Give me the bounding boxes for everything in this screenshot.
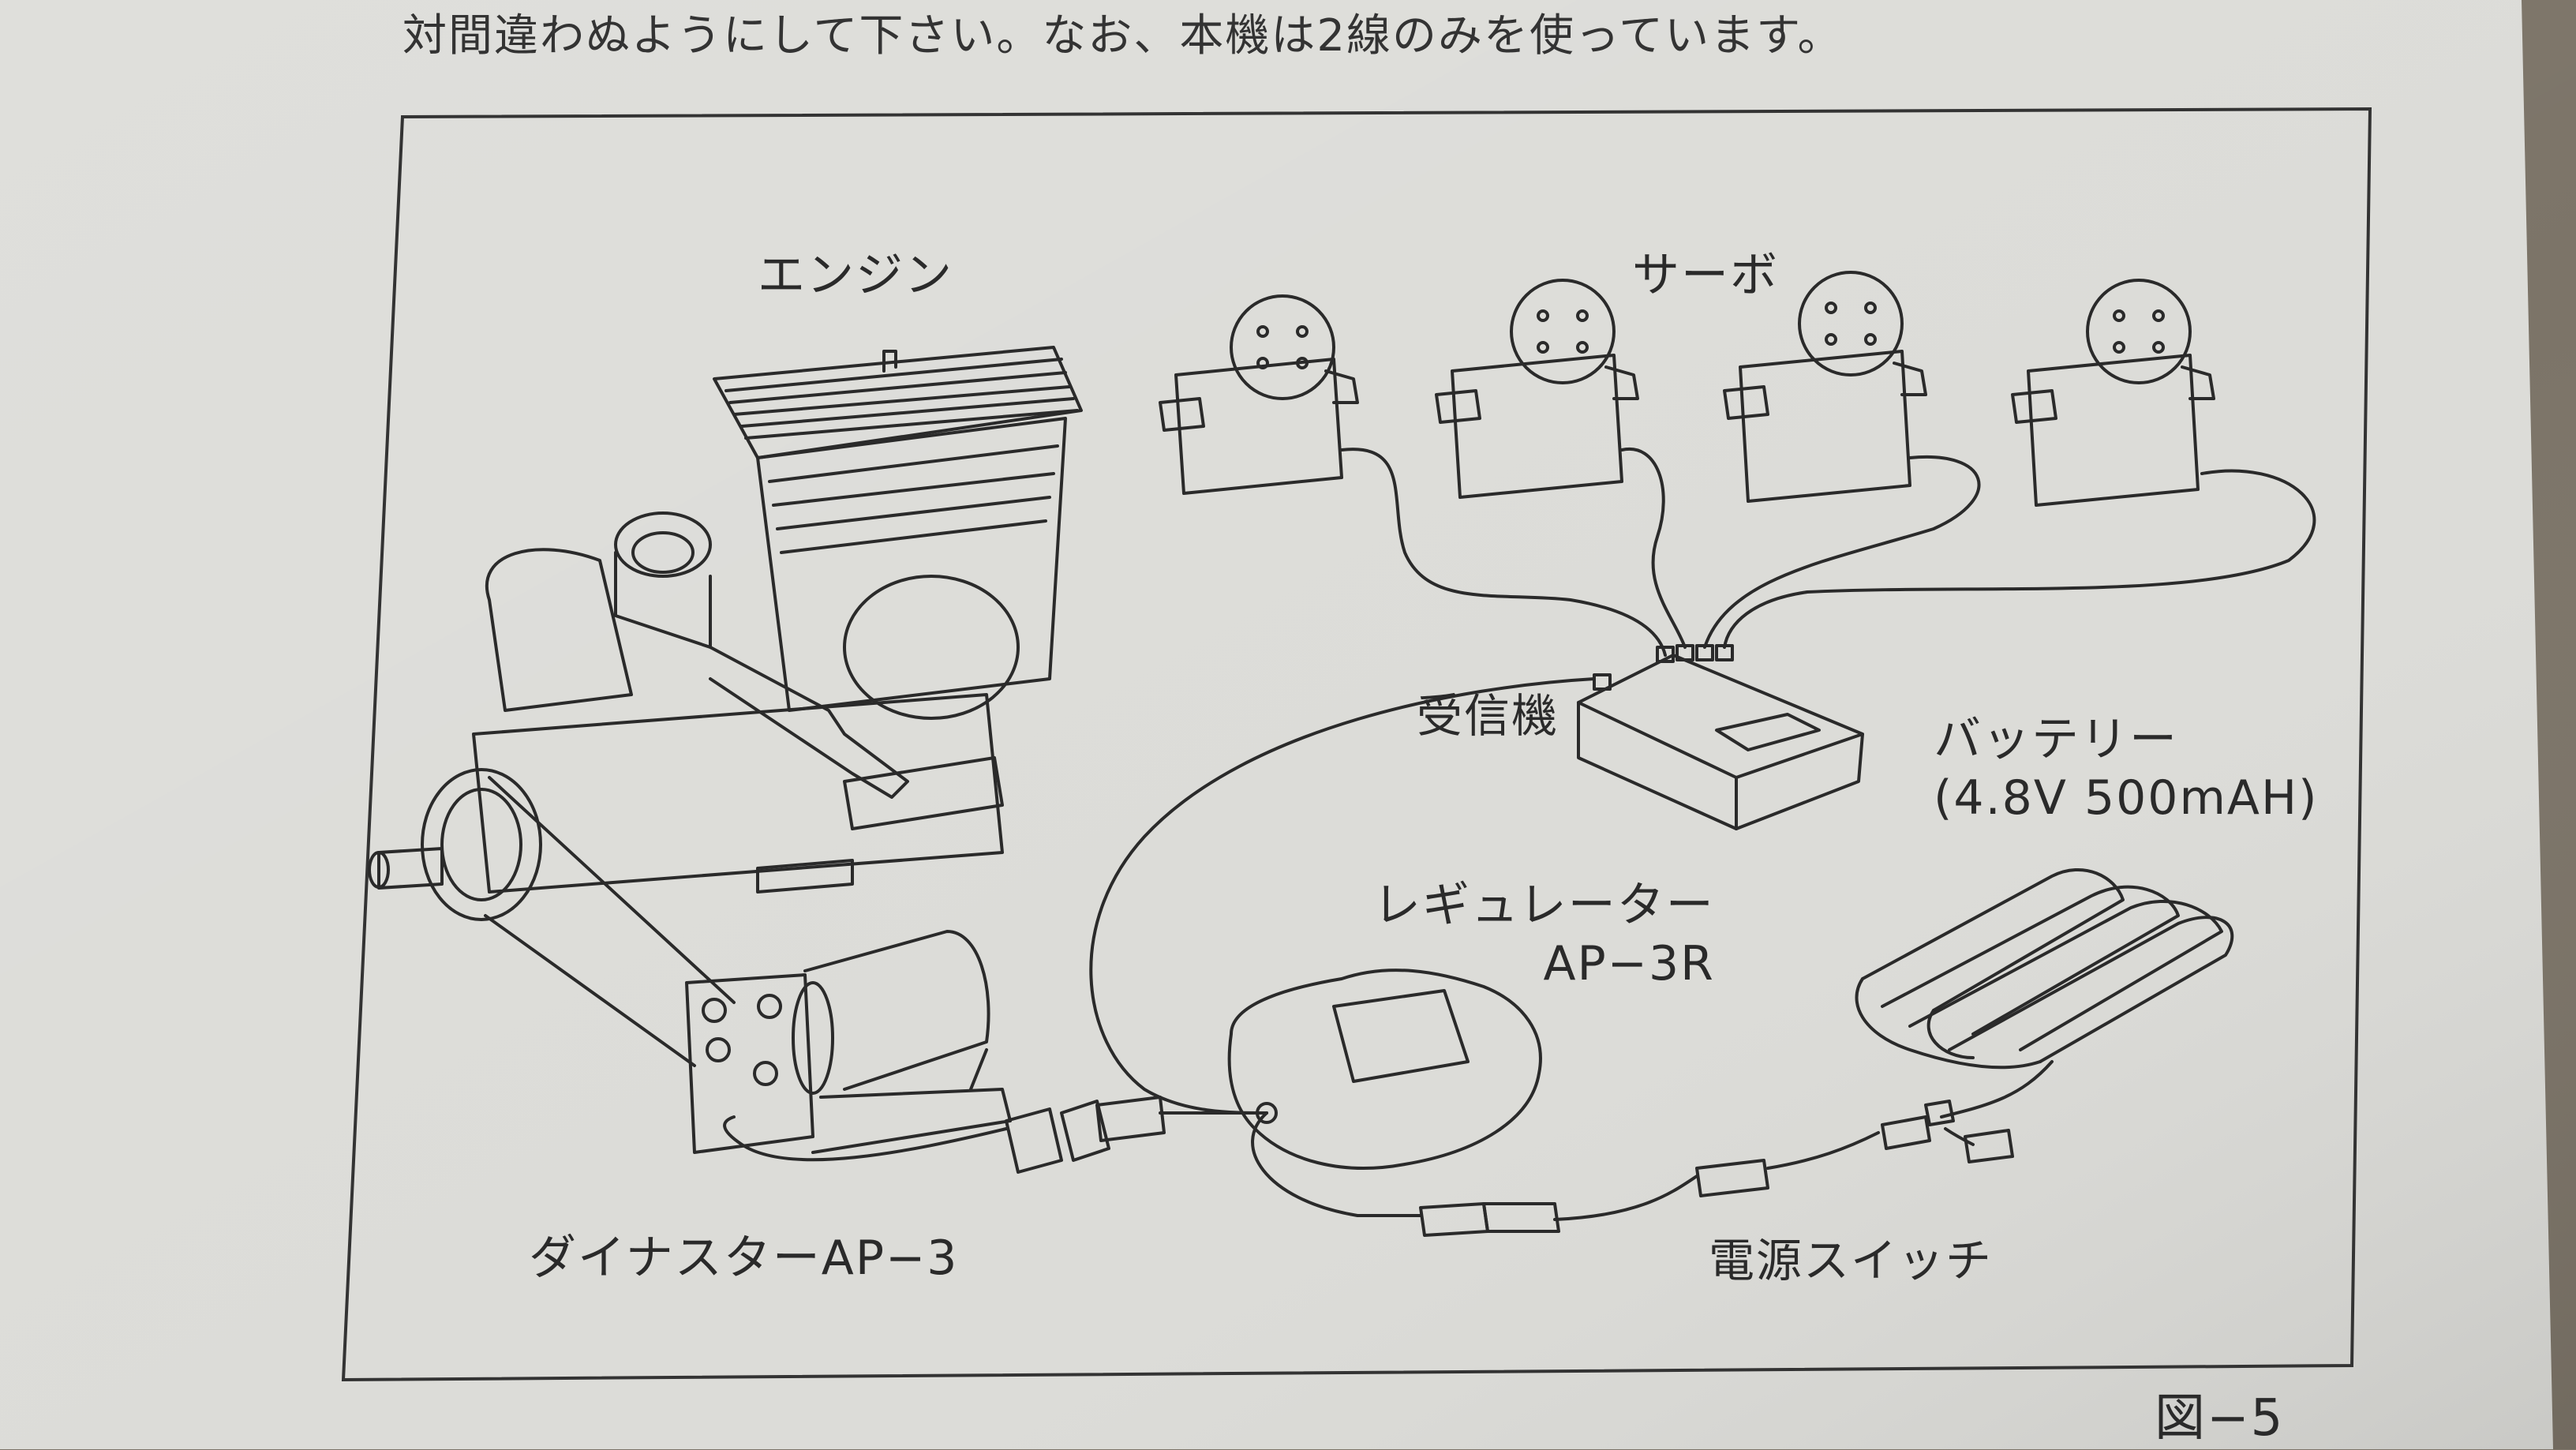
label-regulator: レギュレーター AP−3R bbox=[1373, 876, 1715, 993]
battery-drawing bbox=[1855, 868, 2234, 1070]
label-dynastar: ダイナスターAP−3 bbox=[529, 1231, 959, 1286]
engine-drawing bbox=[368, 346, 1083, 1067]
wiring bbox=[723, 447, 2316, 1221]
receiver-drawing bbox=[1577, 644, 1864, 830]
figure-number: 図−5 bbox=[2155, 1389, 2285, 1448]
label-regulator-model: AP−3R bbox=[1543, 936, 1715, 991]
label-battery-name: バッテリー bbox=[1934, 712, 2178, 767]
servo-3 bbox=[1723, 271, 1927, 503]
servo-1 bbox=[1159, 294, 1359, 495]
label-battery-spec: (4.8V 500mAH) bbox=[1934, 770, 2319, 826]
dynastar-starter-drawing bbox=[685, 930, 1012, 1154]
diagram-frame bbox=[341, 107, 2372, 1382]
header-text: 対間違わぬようにして下さい。なお、本機は2線のみを使っています。 bbox=[402, 10, 1844, 62]
servo-4 bbox=[2011, 279, 2215, 507]
servo-2 bbox=[1435, 279, 1639, 499]
label-power-switch: 電源スイッチ bbox=[1709, 1234, 1994, 1287]
connectors bbox=[1005, 1096, 2014, 1237]
label-engine: エンジン bbox=[758, 248, 953, 303]
label-battery: バッテリー (4.8V 500mAH) bbox=[1934, 710, 2318, 827]
label-regulator-name: レギュレーター bbox=[1373, 878, 1715, 933]
label-servo: サーボ bbox=[1632, 248, 1779, 303]
label-receiver: 受信機 bbox=[1417, 689, 1559, 743]
